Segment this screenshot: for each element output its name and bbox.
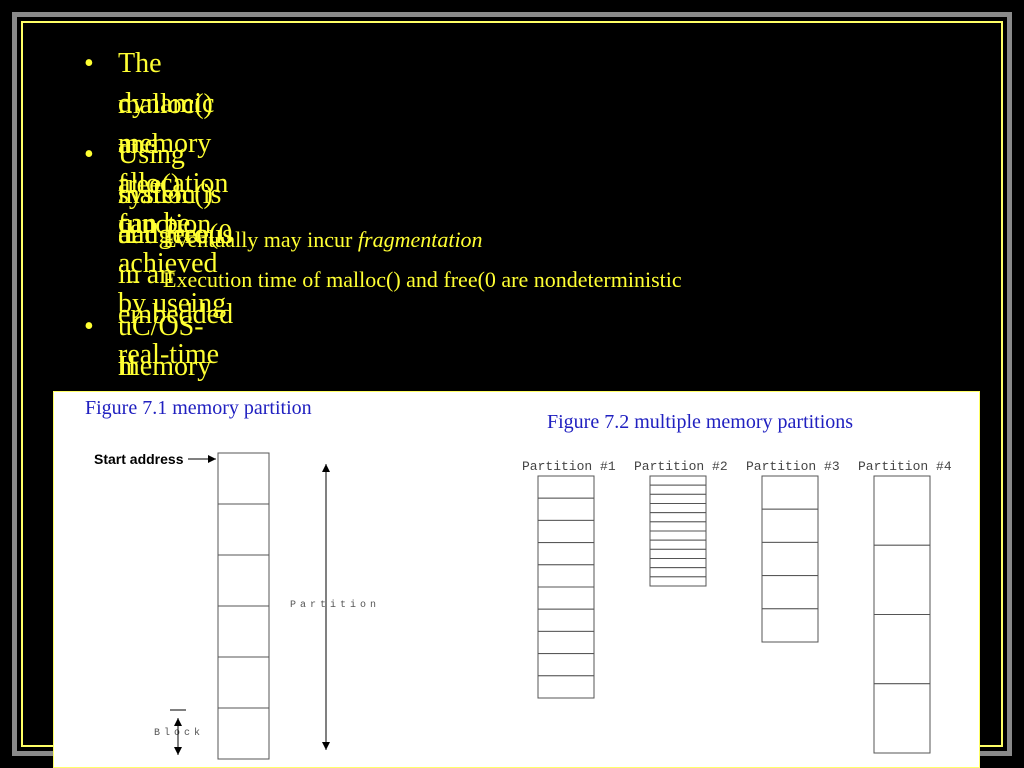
partition-4-block [873,683,931,754]
partition-2-block [649,539,707,550]
memory-diagram [170,452,931,760]
partition-1-block [537,586,595,610]
memory-block [217,554,270,607]
bullet-marker: • [84,139,94,170]
bullet-marker: • [84,311,94,342]
figure-7-2-partitions [537,475,931,754]
partition-2-block [649,475,707,486]
sub-bullet-marker: – [128,227,139,252]
sub-bullet-marker: – [128,267,139,292]
memory-block [217,707,270,760]
partition-1-label: Partition #1 [522,459,616,474]
sub-bullet-1: Eventually may incur fragmentation [163,225,483,255]
partition-2-block [649,512,707,523]
partition-2-block [649,503,707,514]
partition-3-block [761,475,819,510]
figure-7-2-caption: Figure 7.2 multiple memory partitions [547,411,854,433]
partition-1-block [537,630,595,655]
partition-1-block [537,542,595,566]
partition-4-block [873,544,931,615]
sub-bullet-1-emphasis: fragmentation [357,227,483,252]
partition-1-block [537,564,595,588]
partition-3-block [761,608,819,643]
partition-3-block [761,575,819,610]
figure-panel: Figure 7.1 memory partition Start addres… [53,391,980,768]
bullet-2-line-2: system is dangerous [118,179,234,250]
bullet-2-line-1: Using malloc() and free(0 in an embedded… [118,139,234,370]
partition-2-block [649,576,707,587]
bullet-1-line-1: The dynamic memory allocation can be ach… [118,48,229,319]
memory-block [217,605,270,658]
partition-3-label: Partition #3 [746,459,840,474]
partition-2-block [649,530,707,541]
partition-2-block [649,567,707,578]
partition-2-block [649,521,707,532]
memory-block [217,452,270,505]
start-address-label: Start address [94,451,184,467]
partition-3-block [761,508,819,543]
partition-1-block [537,675,595,699]
partition-1-block [537,519,595,544]
partition-4-block [873,614,931,685]
partition-2-block [649,493,707,505]
bullet-1-line-2: malloc() and free() function [118,89,213,240]
partition-4-block [873,475,931,546]
partition-1-block [537,475,595,499]
memory-block [217,656,270,709]
partition-2-label: Partition #2 [634,459,728,474]
partition-1-block [537,497,595,521]
partition-4-label: Partition #4 [858,459,952,474]
bullet-marker: • [84,48,94,79]
figure-7-1-blocks [217,452,270,760]
partition-1-block [537,608,595,632]
partition-2-block [649,558,707,569]
memory-block [217,503,270,556]
partition-3-block [761,541,819,577]
partition-1-block [537,653,595,677]
partition-label: Partition [290,600,381,611]
partition-2-block [649,484,707,495]
figure-7-1-caption: Figure 7.1 memory partition [85,397,312,419]
sub-bullet-1-text: Eventually may incur [163,227,358,252]
sub-bullet-2: Execution time of malloc() and free(0 ar… [163,267,682,292]
partition-2-block [649,548,707,559]
